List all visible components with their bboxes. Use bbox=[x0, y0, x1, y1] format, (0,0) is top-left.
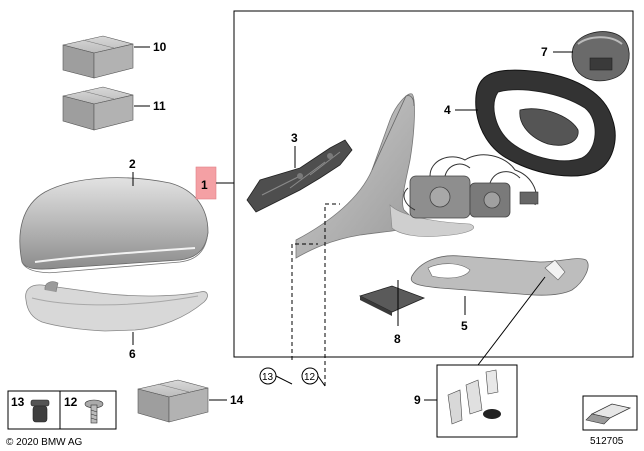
screw-icon bbox=[84, 399, 104, 424]
diagram-number: 512705 bbox=[590, 436, 624, 447]
callout-label-12: 12 bbox=[304, 372, 316, 383]
part-label-14[interactable]: 14 bbox=[230, 393, 244, 407]
part-label-9[interactable]: 9 bbox=[414, 393, 421, 407]
callout-label-13: 13 bbox=[262, 372, 274, 383]
box-label-12[interactable]: 12 bbox=[64, 395, 78, 409]
part-5-lower-trim-illustration bbox=[410, 255, 589, 296]
part-label-7[interactable]: 7 bbox=[541, 45, 548, 59]
part-label-10[interactable]: 10 bbox=[153, 40, 167, 54]
callout-leader-13 bbox=[275, 375, 293, 385]
part-label-1[interactable]: 1 bbox=[201, 178, 208, 192]
part-label-2[interactable]: 2 bbox=[129, 157, 136, 171]
assembly-frame bbox=[233, 10, 634, 358]
part-label-11[interactable]: 11 bbox=[153, 99, 166, 113]
box-label-13[interactable]: 13 bbox=[11, 395, 25, 409]
part-7-camera-illustration bbox=[571, 31, 630, 82]
copyright: © 2020 BMW AG bbox=[6, 437, 83, 448]
part-8-pad-illustration bbox=[358, 285, 426, 316]
hardware-box bbox=[7, 390, 117, 430]
part-14-box-illustration bbox=[137, 379, 209, 423]
motor-wiring-illustration bbox=[403, 154, 539, 219]
part-label-4[interactable]: 4 bbox=[444, 103, 451, 117]
part-4-mirror-glass-illustration bbox=[475, 69, 616, 177]
part-11-box-illustration bbox=[62, 86, 134, 131]
part-3-bracket-illustration bbox=[246, 139, 353, 213]
leader-9-link bbox=[477, 276, 546, 366]
clip-set-icon bbox=[447, 369, 501, 425]
part-10-box-illustration bbox=[62, 35, 134, 79]
part-label-3[interactable]: 3 bbox=[291, 131, 298, 145]
mirror-base-illustration bbox=[295, 93, 475, 259]
part-2-mirror-cap-illustration bbox=[19, 177, 209, 274]
grommet-icon bbox=[30, 399, 50, 423]
part-label-6[interactable]: 6 bbox=[129, 347, 136, 361]
direction-arrow-icon bbox=[585, 403, 632, 425]
part-label-5[interactable]: 5 bbox=[461, 319, 468, 333]
callout-leader-12 bbox=[317, 375, 326, 387]
callout-lines bbox=[291, 203, 340, 386]
part-label-8[interactable]: 8 bbox=[394, 332, 401, 346]
part-6-turn-signal-illustration bbox=[25, 281, 208, 332]
